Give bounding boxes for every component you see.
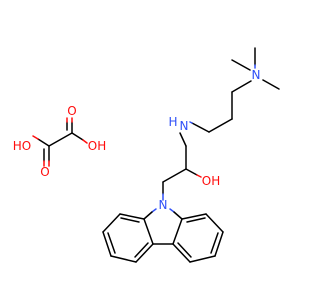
bond-right-ring-double-2	[210, 232, 219, 254]
bond-left-ring-5	[135, 243, 154, 263]
bond-left-ring-1	[119, 213, 145, 220]
bond-right-ring-5	[172, 243, 191, 263]
bond-nme-methyl-right	[262, 79, 280, 90]
bond-oxalic-c1-ho	[37, 138, 50, 147]
structure-canvas: HO O OH O	[13, 47, 280, 263]
bond-nh-ch2	[179, 132, 187, 147]
secondary-amine-h-label: H	[168, 115, 177, 129]
bond-chain-n-c1	[231, 80, 252, 93]
chemical-structure: HO O OH O	[13, 47, 280, 263]
bond-chain-c2-c3	[208, 118, 233, 133]
bond-nme-methyl-left	[231, 59, 251, 71]
bond-right-ring-double-3	[177, 242, 192, 258]
secondary-amine-n-label: N	[180, 119, 189, 133]
hydroxyl-label: OH	[202, 174, 220, 188]
bond-oxalic-c1-ho-end	[32, 135, 39, 140]
bond-c9a-c4a	[143, 218, 154, 245]
bond-choh-oh	[185, 168, 198, 176]
bond-left-ring-2	[102, 213, 121, 233]
bond-oxalic-cc	[48, 132, 73, 147]
bond-left-ring-double-1	[120, 217, 140, 223]
bond-left-ring-double-3	[134, 242, 149, 258]
carbazole-n-label: N	[159, 198, 168, 212]
oxalic-ho-left-label: HO	[13, 139, 31, 153]
bond-n-c9a	[143, 211, 153, 220]
bond-c8a-c4b	[172, 218, 183, 245]
dimethyl-amine-n-label: N	[252, 68, 261, 82]
bond-choh-ch2	[162, 168, 187, 183]
bond-left-ring-double-2	[107, 232, 116, 254]
oxalic-acid: HO O OH O	[13, 104, 106, 179]
carbazole-amine-molecule: N H N OH N	[102, 47, 280, 263]
bond-oxalic-c2-oh-end	[82, 139, 88, 144]
bond-n-c9a-n	[151, 208, 157, 213]
bond-left-ring-4	[110, 255, 137, 263]
bond-right-ring-4	[189, 255, 216, 263]
oxalic-o-bottom-label: O	[40, 165, 49, 179]
bond-n-c8a	[173, 211, 183, 220]
bond-left-ring-3	[102, 231, 112, 257]
bond-right-ring-1	[181, 213, 207, 220]
bond-chain-c3-nh-end	[189, 121, 193, 124]
bond-oxalic-c2-oh	[71, 132, 84, 141]
bond-right-ring-2	[205, 213, 224, 233]
oxalic-o-top-label: O	[67, 104, 76, 118]
oxalic-oh-right-label: OH	[88, 139, 106, 153]
bond-choh-oh-end	[196, 174, 202, 178]
bond-chain-c3-nh	[191, 122, 210, 133]
bond-right-ring-double-1	[186, 217, 206, 223]
bond-n-c8a-n	[169, 208, 175, 213]
bond-right-ring-3	[214, 231, 224, 257]
